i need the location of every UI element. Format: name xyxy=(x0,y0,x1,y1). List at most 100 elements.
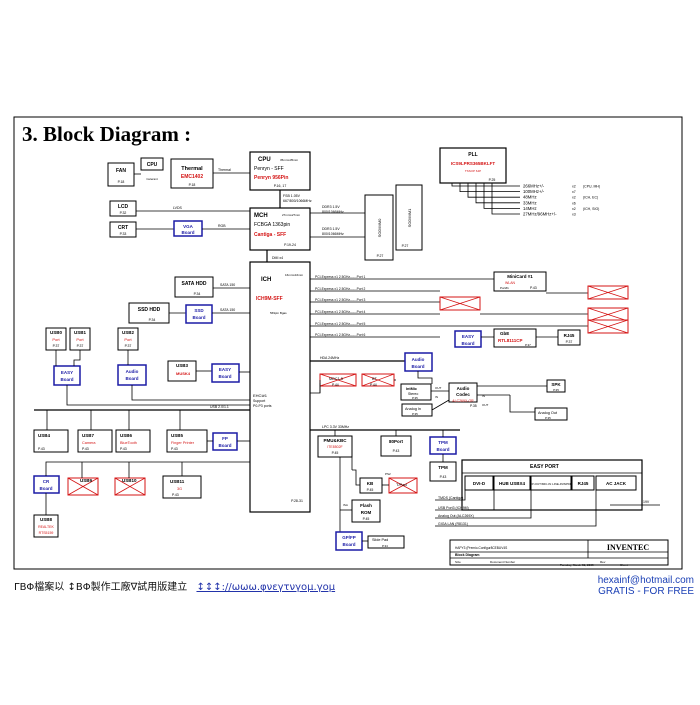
usb7-label: USB7 xyxy=(82,433,95,438)
ich-page: P.28-31 xyxy=(291,499,303,503)
rj45-label: RJ45 xyxy=(564,333,575,338)
removed-cross-line xyxy=(361,373,395,387)
pll-page: P.25 xyxy=(489,178,496,182)
pmu-page: P.45 xyxy=(332,451,339,455)
footer-watermark-text: ΓΒΦ檔案以 ↕ΒΦ製作工廠∇試用版建立 xyxy=(14,582,188,593)
vga-board xyxy=(173,220,203,237)
audio-codec-title: Audio xyxy=(457,386,470,391)
usb9-label: USB9 xyxy=(80,478,93,483)
ddr3-a-label: DDR3 1.5V xyxy=(322,205,340,209)
footer-email[interactable]: hexainf@hotmail.com xyxy=(597,575,694,586)
gbe-block xyxy=(493,328,537,348)
minicard-label: MiniCard #1 xyxy=(507,274,533,279)
footer-watermark-link[interactable]: ↕↕↕://ωωω.φνεγτνγομ.γομ xyxy=(196,582,336,593)
tpm-board-sub: Board xyxy=(436,447,449,452)
codec-port-out: OUT xyxy=(435,386,442,390)
easy-port-volt: 19V xyxy=(643,500,650,504)
mch-block xyxy=(249,207,311,251)
sata-hdd-block xyxy=(174,276,214,298)
usb6-block xyxy=(115,429,151,453)
mch-size: 27mmx27mm xyxy=(282,213,301,217)
easy-port-col: AC JACK xyxy=(606,481,627,486)
usb7-page: P.43 xyxy=(82,447,89,451)
usb8-block xyxy=(33,514,59,538)
audio-board-2 xyxy=(404,352,433,372)
tpm-block xyxy=(429,461,457,482)
fan-block xyxy=(107,162,135,187)
thermal-page: P.18 xyxy=(189,183,196,187)
easy-port-title: EASY PORT xyxy=(530,464,559,470)
ssd-hdd-page: P.34 xyxy=(149,318,156,322)
fsb-speed: 667/800/1066MHz xyxy=(283,199,312,203)
usb8-sub: REALTEK xyxy=(38,525,54,529)
pcie-label: PCI-Express x1 2.5GHz------Port 4 xyxy=(315,310,366,314)
pcie-label: PCI-Express x1 2.5GHz------Port 3 xyxy=(315,298,366,302)
minicard-block xyxy=(493,271,547,292)
usb2-sub: Port xyxy=(124,337,132,342)
usb5-sub: Finger Printer xyxy=(171,441,195,445)
usb8-part: RTS5159 xyxy=(39,531,54,535)
thermal-link-label: Thermal xyxy=(218,168,231,172)
mch-page: P.19-24 xyxy=(284,243,296,247)
usb-bus-line xyxy=(66,385,250,406)
crt-label: CRT xyxy=(118,225,128,231)
gp-board-title: GP/FP xyxy=(342,535,356,540)
title-date: Tuesday, March 31, 2009 xyxy=(560,563,594,567)
cpu-size: 35mmx35mm xyxy=(280,158,299,162)
spk-label: SPK xyxy=(551,382,561,387)
ssd-board xyxy=(185,304,213,324)
usb5-page: P.43 xyxy=(171,447,178,451)
cpu-block xyxy=(249,151,311,191)
audio1-sub: Board xyxy=(125,376,138,381)
usb6-label: USB6 xyxy=(120,433,133,438)
touchpad-label: T/Pad xyxy=(396,482,407,487)
sodimm1-block xyxy=(395,184,423,251)
easy-port-cell xyxy=(595,475,637,491)
easy1-sub: Board xyxy=(60,377,73,382)
lpc-label: LPC 3.3V 33MHz xyxy=(322,425,349,429)
analog-out-block xyxy=(534,407,568,421)
tpm-label: TPM xyxy=(438,465,448,470)
minicard-port: Port#1 xyxy=(500,286,509,290)
ddr3-b-speed: 800/1066MHz xyxy=(322,232,344,236)
codec-port-out-2: OUT xyxy=(482,403,489,407)
ddr3-a-speed: 800/1066MHz xyxy=(322,210,344,214)
page-title: 3. Block Diagram : xyxy=(22,122,192,146)
usb11-label: USB11 xyxy=(170,479,185,484)
pmu-label: PMU&KBC xyxy=(324,438,348,443)
clock-freq: 27MHz/96MHz+/- xyxy=(523,212,557,217)
gp-board-sub: Board xyxy=(342,542,355,547)
easy-port-col: HP-OUT/MIC-IN LINE-IN/SPDIF xyxy=(529,482,572,486)
lcd-block xyxy=(109,200,137,217)
mch-part: Cantiga - SFF xyxy=(254,232,286,238)
cr-board-title: CR xyxy=(43,479,50,484)
cpu-small-sub: Celerant xyxy=(146,177,158,181)
codec-port-in: IN xyxy=(435,395,438,399)
ich-ports: P0-P3 ports xyxy=(253,404,272,408)
sodimm1-page: P.27 xyxy=(402,244,409,248)
flash-label: Flash xyxy=(360,503,372,508)
easy-gbe-sub: Board xyxy=(461,341,474,346)
easy-board-2 xyxy=(211,363,240,383)
audio-codec-page: P.35 xyxy=(470,404,477,408)
lcd-page: P.32 xyxy=(120,211,127,215)
connector-line xyxy=(310,383,321,394)
slide-pad-page: P.34 xyxy=(382,544,388,548)
clock-freq: 14MHz xyxy=(523,206,537,211)
vga-title: VGA xyxy=(183,224,194,229)
removed-cross-line xyxy=(319,373,357,387)
usb0-page: P.37 xyxy=(53,344,60,348)
connector-line xyxy=(73,350,81,366)
easy-port-signal xyxy=(435,490,466,501)
int-mic-page: P.35 xyxy=(412,396,418,400)
connector-line xyxy=(417,371,433,384)
pll-sub: TSSOP 64P xyxy=(465,169,481,173)
easy-port-col: HUB USBX4 xyxy=(499,481,526,486)
title-project: HAPY3 (Premio-Configur8CEBUV4S xyxy=(455,546,507,550)
usb2-label: USB2 xyxy=(122,330,135,335)
ich-block xyxy=(249,261,311,513)
hda-label: HDA 24MHz xyxy=(320,356,340,360)
easy-port-signal xyxy=(435,490,597,527)
ssd-board-sub: Board xyxy=(192,315,205,320)
fp-board-sub: Board xyxy=(218,443,231,448)
